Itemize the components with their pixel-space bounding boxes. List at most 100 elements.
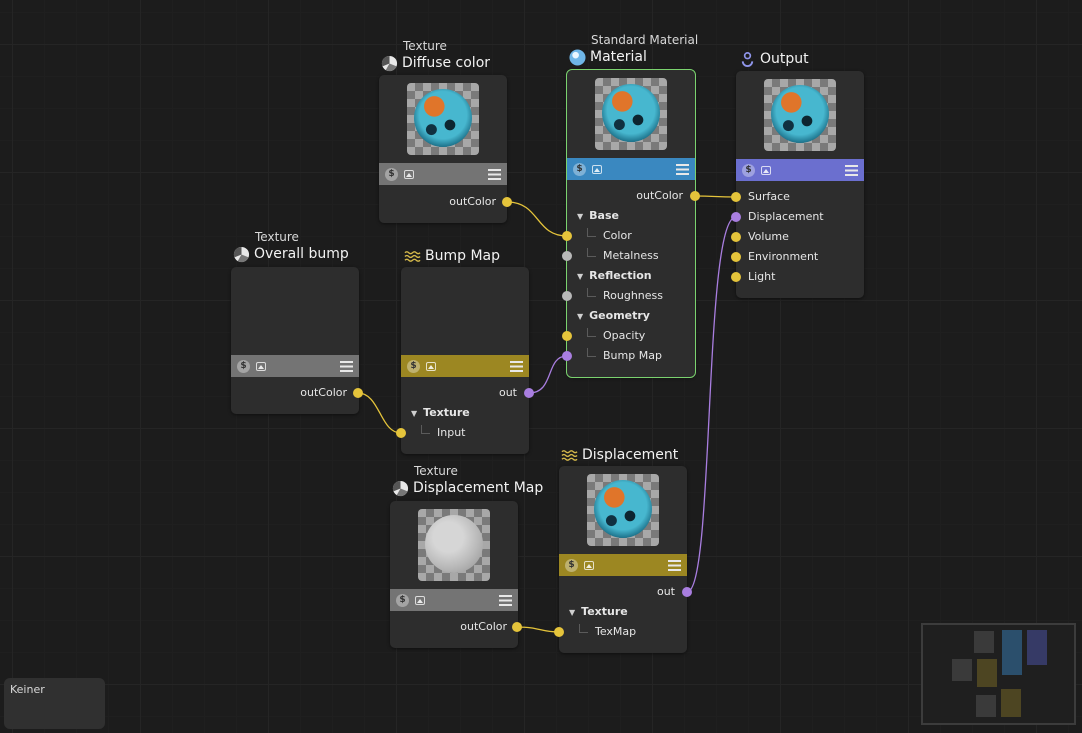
port-material-bump-map[interactable] (562, 351, 572, 361)
navigator-minimap[interactable] (921, 623, 1076, 725)
tree-connector (587, 228, 596, 237)
node-toolbar: $ (567, 158, 695, 180)
menu-icon[interactable] (510, 360, 523, 372)
node-diffuse-color[interactable]: $ outColor (379, 75, 507, 223)
node-title: Diffuse color (402, 55, 491, 71)
displacement-node-caption: Displacement (561, 446, 678, 465)
input-label-light: Light (748, 270, 776, 283)
node-overall-bump[interactable]: $ outColor (231, 267, 359, 414)
image-icon[interactable] (761, 165, 771, 175)
minimap-node (1027, 630, 1047, 665)
menu-icon[interactable] (499, 594, 512, 606)
coin-icon[interactable]: $ (407, 359, 420, 373)
wire-bump-to-material-bumpmap (528, 355, 568, 394)
preview-thumbnail (764, 79, 836, 151)
node-subtitle: Texture (255, 230, 299, 244)
node-displacement-map[interactable]: $ outColor (390, 501, 518, 648)
coin-icon[interactable]: $ (396, 593, 409, 607)
chevron-down-icon[interactable]: ▼ (569, 608, 576, 617)
input-label-input: Input (437, 426, 466, 439)
wire-material-to-output-surface (694, 195, 737, 198)
input-label-opacity: Opacity (603, 329, 646, 342)
node-title: Displacement (582, 447, 679, 463)
overall-bump-node-caption: Texture Overall bump (233, 230, 349, 264)
menu-icon[interactable] (845, 164, 858, 176)
preview-thumbnail (587, 474, 659, 546)
input-label-volume: Volume (748, 230, 789, 243)
node-displacement[interactable]: $ out ▼Texture TexMap (559, 466, 687, 653)
output-node-caption: Output (739, 50, 809, 69)
port-overall-bump-outcolor[interactable] (353, 388, 363, 398)
menu-icon[interactable] (676, 163, 689, 175)
port-material-outcolor[interactable] (690, 191, 700, 201)
output-icon (741, 52, 754, 67)
image-icon[interactable] (256, 361, 266, 371)
coin-icon[interactable]: $ (742, 163, 755, 177)
port-material-metalness[interactable] (562, 251, 572, 261)
bump-map-node-caption: Bump Map (404, 247, 500, 266)
node-toolbar: $ (736, 159, 864, 181)
port-bump-map-input[interactable] (396, 428, 406, 438)
minimap-node (974, 631, 994, 653)
node-toolbar: $ (390, 589, 518, 611)
group-header-texture[interactable]: ▼Texture (411, 406, 470, 419)
node-bump-map[interactable]: $ out ▼Texture Input (401, 267, 529, 454)
node-toolbar: $ (379, 163, 507, 185)
coin-icon[interactable]: $ (385, 167, 398, 181)
node-standard-material[interactable]: $ outColor ▼Base Color Metalness ▼Reflec… (566, 69, 696, 378)
texture-icon (381, 55, 398, 72)
node-title: Displacement Map (413, 480, 544, 496)
wire-overall-to-bump-input (357, 392, 402, 434)
group-header-texture[interactable]: ▼Texture (569, 605, 628, 618)
image-icon[interactable] (404, 169, 414, 179)
chevron-down-icon[interactable]: ▼ (411, 409, 418, 418)
preview-thumbnail (595, 78, 667, 150)
image-icon[interactable] (592, 164, 602, 174)
menu-icon[interactable] (488, 168, 501, 180)
coin-icon[interactable]: $ (573, 162, 586, 176)
port-material-opacity[interactable] (562, 331, 572, 341)
coin-icon[interactable]: $ (237, 359, 250, 373)
port-displacement-map-outcolor[interactable] (512, 622, 522, 632)
minimap-node (1001, 689, 1021, 717)
input-label-environment: Environment (748, 250, 819, 263)
port-displacement-texmap[interactable] (554, 627, 564, 637)
material-sphere-icon (569, 49, 586, 66)
waves-icon (404, 251, 421, 262)
group-header-reflection[interactable]: ▼Reflection (577, 269, 652, 282)
port-output-surface[interactable] (731, 192, 741, 202)
node-output[interactable]: $ Surface Displacement Volume Environmen… (736, 71, 864, 298)
group-header-base[interactable]: ▼Base (577, 209, 619, 222)
node-toolbar: $ (401, 355, 529, 377)
coin-icon[interactable]: $ (565, 558, 578, 572)
node-toolbar: $ (231, 355, 359, 377)
node-title: Output (760, 51, 809, 67)
selection-info-panel: Keiner (4, 678, 105, 729)
port-displacement-out[interactable] (682, 587, 692, 597)
image-icon[interactable] (584, 560, 594, 570)
image-icon[interactable] (426, 361, 436, 371)
preview-thumbnail (407, 83, 479, 155)
node-title: Overall bump (254, 246, 349, 262)
port-output-environment[interactable] (731, 252, 741, 262)
output-label: outColor (460, 620, 507, 633)
output-label: out (498, 386, 517, 399)
port-diffuse-outcolor[interactable] (502, 197, 512, 207)
menu-icon[interactable] (668, 559, 681, 571)
image-icon[interactable] (415, 595, 425, 605)
port-material-color[interactable] (562, 231, 572, 241)
group-header-geometry[interactable]: ▼Geometry (577, 309, 650, 322)
diffuse-node-caption: Texture Diffuse color (381, 39, 490, 73)
wire-diffuse-to-material-color (506, 201, 568, 237)
node-title: Bump Map (425, 248, 500, 264)
port-output-displacement[interactable] (731, 212, 741, 222)
chevron-down-icon[interactable]: ▼ (577, 272, 584, 281)
port-bump-map-out[interactable] (524, 388, 534, 398)
menu-icon[interactable] (340, 360, 353, 372)
chevron-down-icon[interactable]: ▼ (577, 212, 584, 221)
chevron-down-icon[interactable]: ▼ (577, 312, 584, 321)
port-output-volume[interactable] (731, 232, 741, 242)
port-material-roughness[interactable] (562, 291, 572, 301)
port-output-light[interactable] (731, 272, 741, 282)
